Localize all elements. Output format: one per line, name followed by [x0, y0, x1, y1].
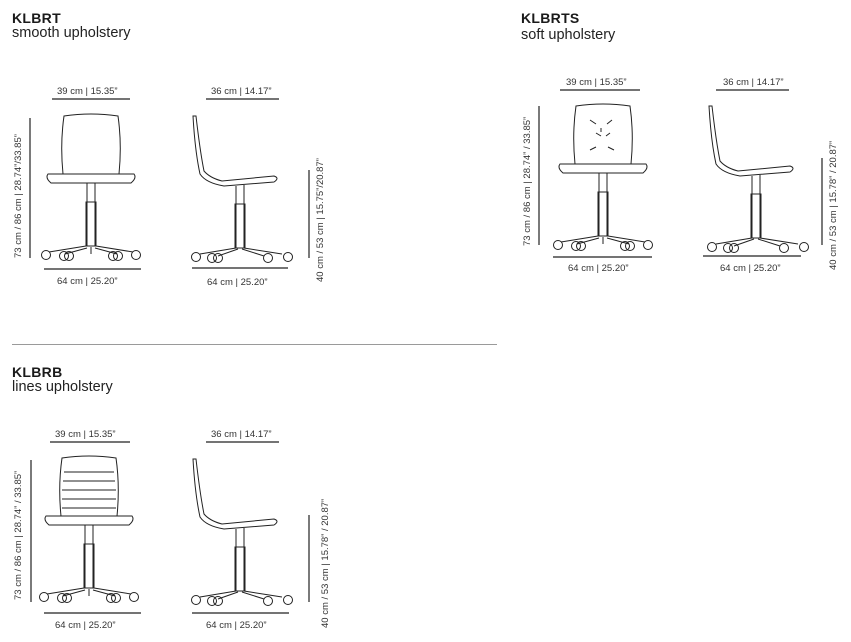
section-divider — [12, 344, 497, 345]
klbrt-subtitle: smooth upholstery — [12, 25, 131, 41]
klbrts-side-depth-label: 36 cm | 14.17” — [723, 77, 784, 88]
klbrt-side-view — [191, 115, 293, 263]
klbrt-front-view — [41, 113, 141, 261]
klbrt-base-front-label: 64 cm | 25.20” — [57, 276, 118, 287]
klbrts-base-front-label: 64 cm | 25.20” — [568, 263, 629, 274]
klbrb-subtitle: lines upholstery — [12, 379, 113, 395]
klbrb-side-view — [191, 458, 293, 606]
klbrts-title: KLBRTS — [521, 10, 580, 26]
klbrb-front-view — [39, 455, 139, 603]
klbrts-front-view — [553, 103, 653, 251]
klbrb-base-front-label: 64 cm | 25.20” — [55, 620, 116, 631]
klbrb-title: KLBRB — [12, 364, 63, 380]
klbrts-side-view — [707, 105, 809, 253]
klbrts-front-width-label: 39 cm | 15.35” — [566, 77, 627, 88]
klbrt-title: KLBRT — [12, 10, 61, 26]
klbrt-side-depth-label: 36 cm | 14.17” — [211, 86, 272, 97]
klbrb-base-side-label: 64 cm | 25.20” — [206, 620, 267, 631]
klbrt-front-width-label: 39 cm | 15.35” — [57, 86, 118, 97]
klbrts-subtitle: soft upholstery — [521, 27, 616, 43]
klbrb-side-depth-label: 36 cm | 14.17” — [211, 429, 272, 440]
klbrt-base-side-label: 64 cm | 25.20” — [207, 277, 268, 288]
klbrb-front-width-label: 39 cm | 15.35” — [55, 429, 116, 440]
klbrts-base-side-label: 64 cm | 25.20” — [720, 263, 781, 274]
